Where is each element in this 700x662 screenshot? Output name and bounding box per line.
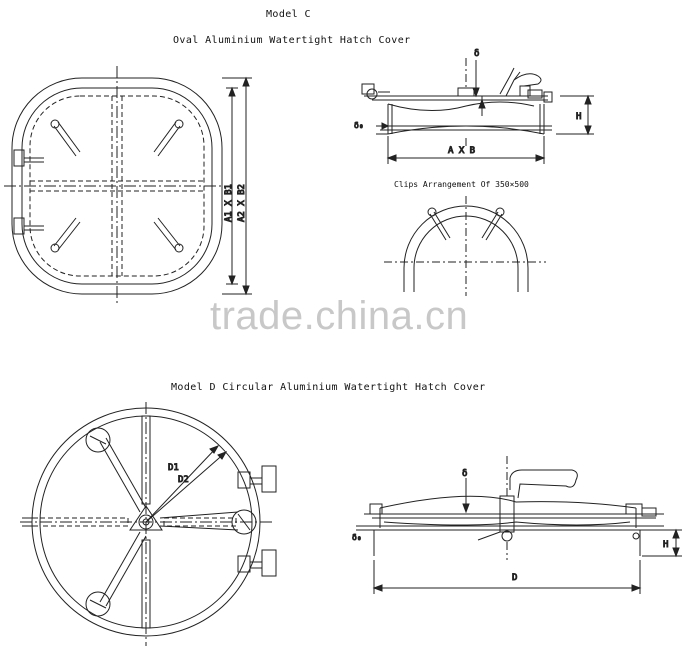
oval-hatch-front-view — [4, 66, 252, 306]
dim-a1-b1-label: A1 X B1 — [224, 184, 234, 222]
clip-handle-icon — [427, 207, 451, 241]
clips-arrangement-view — [384, 196, 546, 296]
hinge-icon — [13, 149, 44, 167]
circular-hatch-front-view — [20, 402, 277, 646]
model-d-title: Model D Circular Aluminium Watertight Ha… — [171, 382, 486, 393]
clip-wheel-icon — [231, 509, 257, 535]
dim-delta0-label: δ₀ — [354, 121, 364, 130]
dim-d1-label: D1 — [168, 463, 179, 473]
model-c-title: Oval Aluminium Watertight Hatch Cover — [173, 35, 411, 46]
hatch-handle-icon — [499, 67, 542, 97]
hinge-icon — [13, 217, 44, 235]
clip-handle-icon — [50, 217, 81, 253]
watermark: trade.china.cn — [210, 294, 469, 338]
hinge-icon — [237, 465, 277, 577]
clip-wheel-icon — [85, 427, 111, 453]
clip-handle-icon — [153, 119, 184, 157]
clip-wheel-icon — [85, 591, 111, 617]
hinge-icon — [361, 83, 390, 100]
circular-hatch-side-section — [356, 456, 682, 594]
clip-handle-icon — [481, 207, 505, 241]
oval-hatch-side-section — [361, 58, 594, 164]
model-c-label: Model C — [266, 9, 311, 20]
dim-h-label-d: H — [663, 540, 668, 550]
dim-delta-label: δ — [474, 49, 479, 59]
dim-d-label: D — [512, 573, 517, 583]
dim-d2-label: D2 — [178, 475, 189, 485]
hinge-icon — [369, 503, 383, 515]
clip-handle-icon — [153, 217, 184, 253]
dim-delta-label-d: δ — [462, 469, 467, 479]
clip-icon — [625, 503, 657, 540]
dim-h-label: H — [576, 112, 581, 122]
clips-arrangement-title: Clips Arrangement Of 350×500 — [394, 180, 529, 189]
dim-delta0-label-d: δ₀ — [352, 533, 362, 542]
center-hub-icon — [129, 505, 163, 531]
clip-handle-icon — [50, 119, 81, 157]
clip-icon — [527, 89, 553, 103]
dim-a2-b2-label: A2 X B2 — [237, 184, 247, 222]
dim-a-x-b-label: A X B — [448, 146, 475, 156]
